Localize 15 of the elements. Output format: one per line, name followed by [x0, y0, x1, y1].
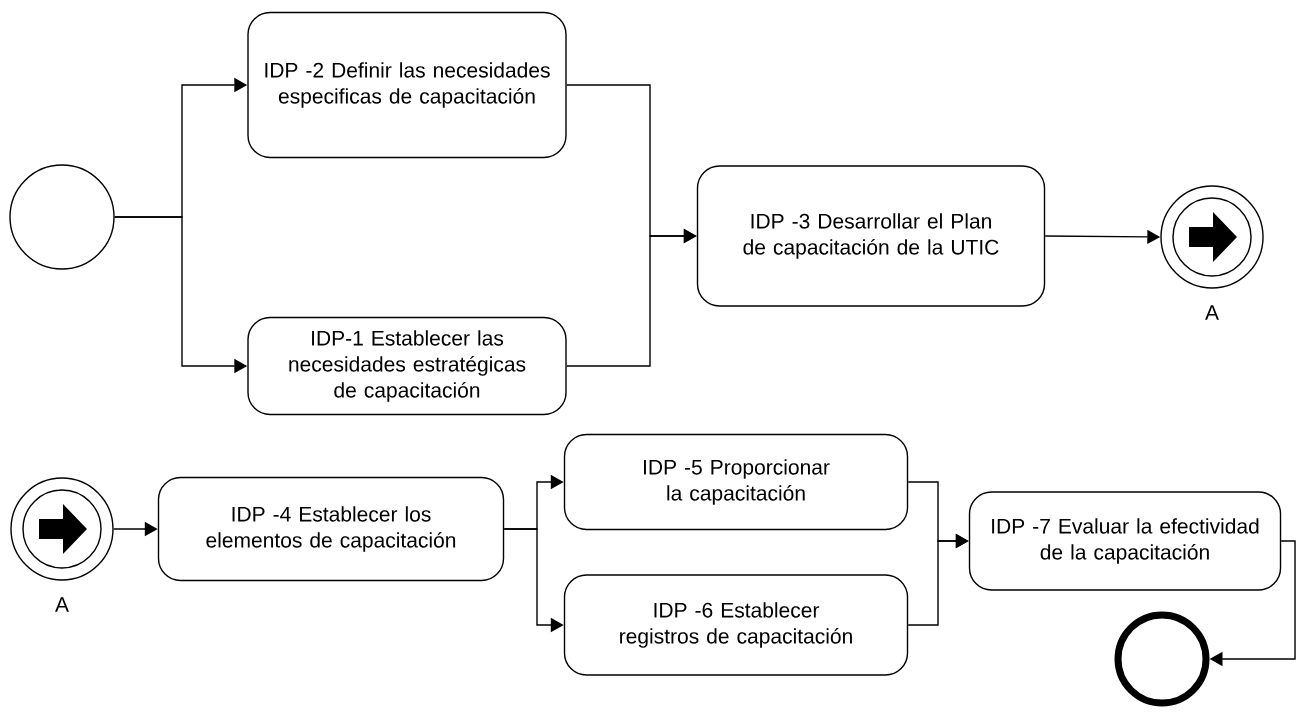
- start-event-circle: [9, 164, 115, 270]
- task-box: IDP -2 Definir las necesidades especificas de capacitación: [247, 11, 567, 159]
- link-event-circle: [10, 477, 114, 581]
- task-box: IDP -5 Proporcionar la capacitación: [563, 433, 909, 531]
- link-event-circle: [1160, 185, 1264, 289]
- end-event-circle: [1114, 611, 1210, 707]
- task-box: IDP-1 Establecer las necesidades estratégicas de capacitación: [247, 316, 567, 416]
- arrow: [907, 533, 969, 626]
- beside-label: A: [55, 597, 69, 612]
- task-box: IDP -6 Establecer registros de capacitación: [563, 574, 909, 676]
- task-box: IDP -3 Desarrollar el Plan de capacitación de la UTIC: [696, 165, 1046, 307]
- beside-label: A: [1205, 305, 1219, 320]
- arrow: [566, 228, 697, 367]
- task-box: IDP -7 Evaluar la efectividad de la capacitación: [968, 491, 1282, 591]
- task-box: IDP -4 Establecer los elementos de capacitación: [157, 476, 505, 582]
